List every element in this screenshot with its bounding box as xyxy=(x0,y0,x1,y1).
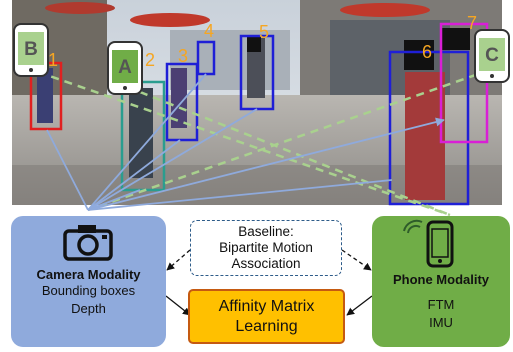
smartphone-icon xyxy=(403,219,454,268)
person-label-6: 6 xyxy=(422,42,432,62)
baseline-line-3: Association xyxy=(231,256,301,271)
camera-icon xyxy=(63,225,113,261)
person-label-1: 1 xyxy=(48,50,58,70)
camera-modality-title: Camera Modality xyxy=(36,267,141,282)
person-label-5: 5 xyxy=(259,22,269,42)
phone-association-links xyxy=(37,68,491,217)
camera-modality-box: Camera Modality Bounding boxes Depth xyxy=(11,216,166,347)
phone-badge-b: B xyxy=(13,23,49,77)
person-label-3: 3 xyxy=(178,46,188,66)
affinity-line-2: Learning xyxy=(235,317,298,335)
person-label-2: 2 xyxy=(145,50,155,70)
camera-modality-line-1: Bounding boxes xyxy=(41,283,136,298)
flow-arrows xyxy=(165,249,373,316)
person-label-7: 7 xyxy=(467,13,477,33)
baseline-line-2: Bipartite Motion xyxy=(219,240,313,255)
baseline-box: Baseline: Bipartite Motion Association xyxy=(190,220,342,276)
phone-badge-c: C xyxy=(474,29,510,83)
camera-modality-line-2: Depth xyxy=(71,301,106,316)
phone-modality-line-1: FTM xyxy=(427,297,455,312)
bbox-person-6 xyxy=(388,50,470,206)
baseline-line-1: Baseline: xyxy=(238,224,294,239)
camera-links xyxy=(46,73,445,211)
phone-label-c: C xyxy=(485,45,499,66)
phone-badge-a: A xyxy=(107,41,143,95)
person-id-labels: 1 2 3 4 5 6 7 xyxy=(48,13,477,70)
phone-modality-box: Phone Modality FTM IMU xyxy=(372,216,510,347)
person-label-4: 4 xyxy=(204,21,214,41)
phone-label-a: A xyxy=(118,57,132,78)
phone-label-b: B xyxy=(24,39,38,60)
affinity-matrix-box: Affinity Matrix Learning xyxy=(188,289,345,344)
affinity-line-1: Affinity Matrix xyxy=(218,297,315,315)
phone-modality-title: Phone Modality xyxy=(392,272,490,287)
phone-modality-line-2: IMU xyxy=(429,315,453,330)
